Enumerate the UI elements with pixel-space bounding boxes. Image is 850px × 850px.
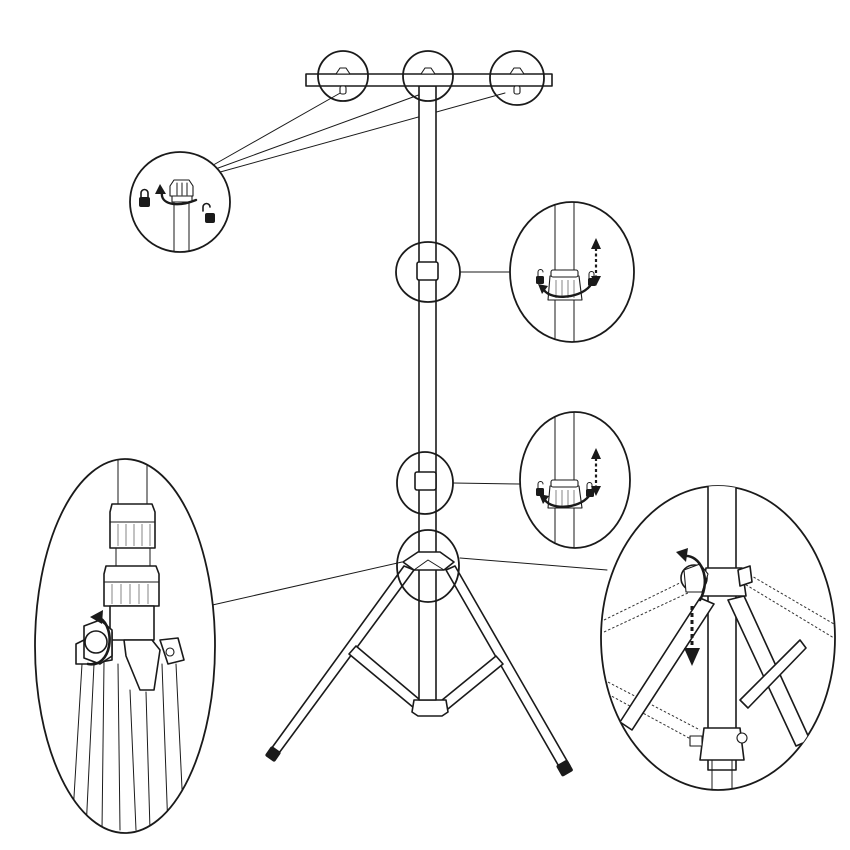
zoom-knob-lock xyxy=(129,151,231,253)
zoom-leg-lock-knob xyxy=(34,458,216,834)
rotate-arrow-icon xyxy=(542,494,591,508)
tripod-hub xyxy=(396,529,460,603)
lock-open-icon xyxy=(202,202,215,223)
lock-open-icon xyxy=(536,481,544,496)
zoom-lower-clamp xyxy=(519,411,631,549)
rotate-arrow-icon xyxy=(86,616,111,666)
lower-height-clamp xyxy=(396,451,454,515)
lock-open-icon xyxy=(536,269,544,284)
upper-height-clamp xyxy=(395,241,461,303)
zoom-leg-release xyxy=(600,485,836,791)
down-arrow-icon xyxy=(684,606,700,666)
mount-knob-center xyxy=(402,50,454,102)
zoom-upper-clamp xyxy=(509,201,635,343)
lock-closed-icon xyxy=(586,482,594,497)
rotate-arrow-icon xyxy=(682,554,707,602)
mount-knob-right xyxy=(489,50,545,106)
leader-lines xyxy=(207,91,608,607)
mount-knob-left xyxy=(317,50,369,102)
top-crossbar xyxy=(305,73,553,87)
vertical-adjust-arrow-icon xyxy=(591,238,601,286)
rotate-arrow-icon xyxy=(541,284,592,298)
mast xyxy=(418,85,437,701)
vertical-adjust-arrow-icon xyxy=(591,448,601,496)
rotate-arrow-icon xyxy=(160,190,198,206)
tripod-legs xyxy=(265,565,573,777)
lock-closed-icon xyxy=(139,188,150,207)
